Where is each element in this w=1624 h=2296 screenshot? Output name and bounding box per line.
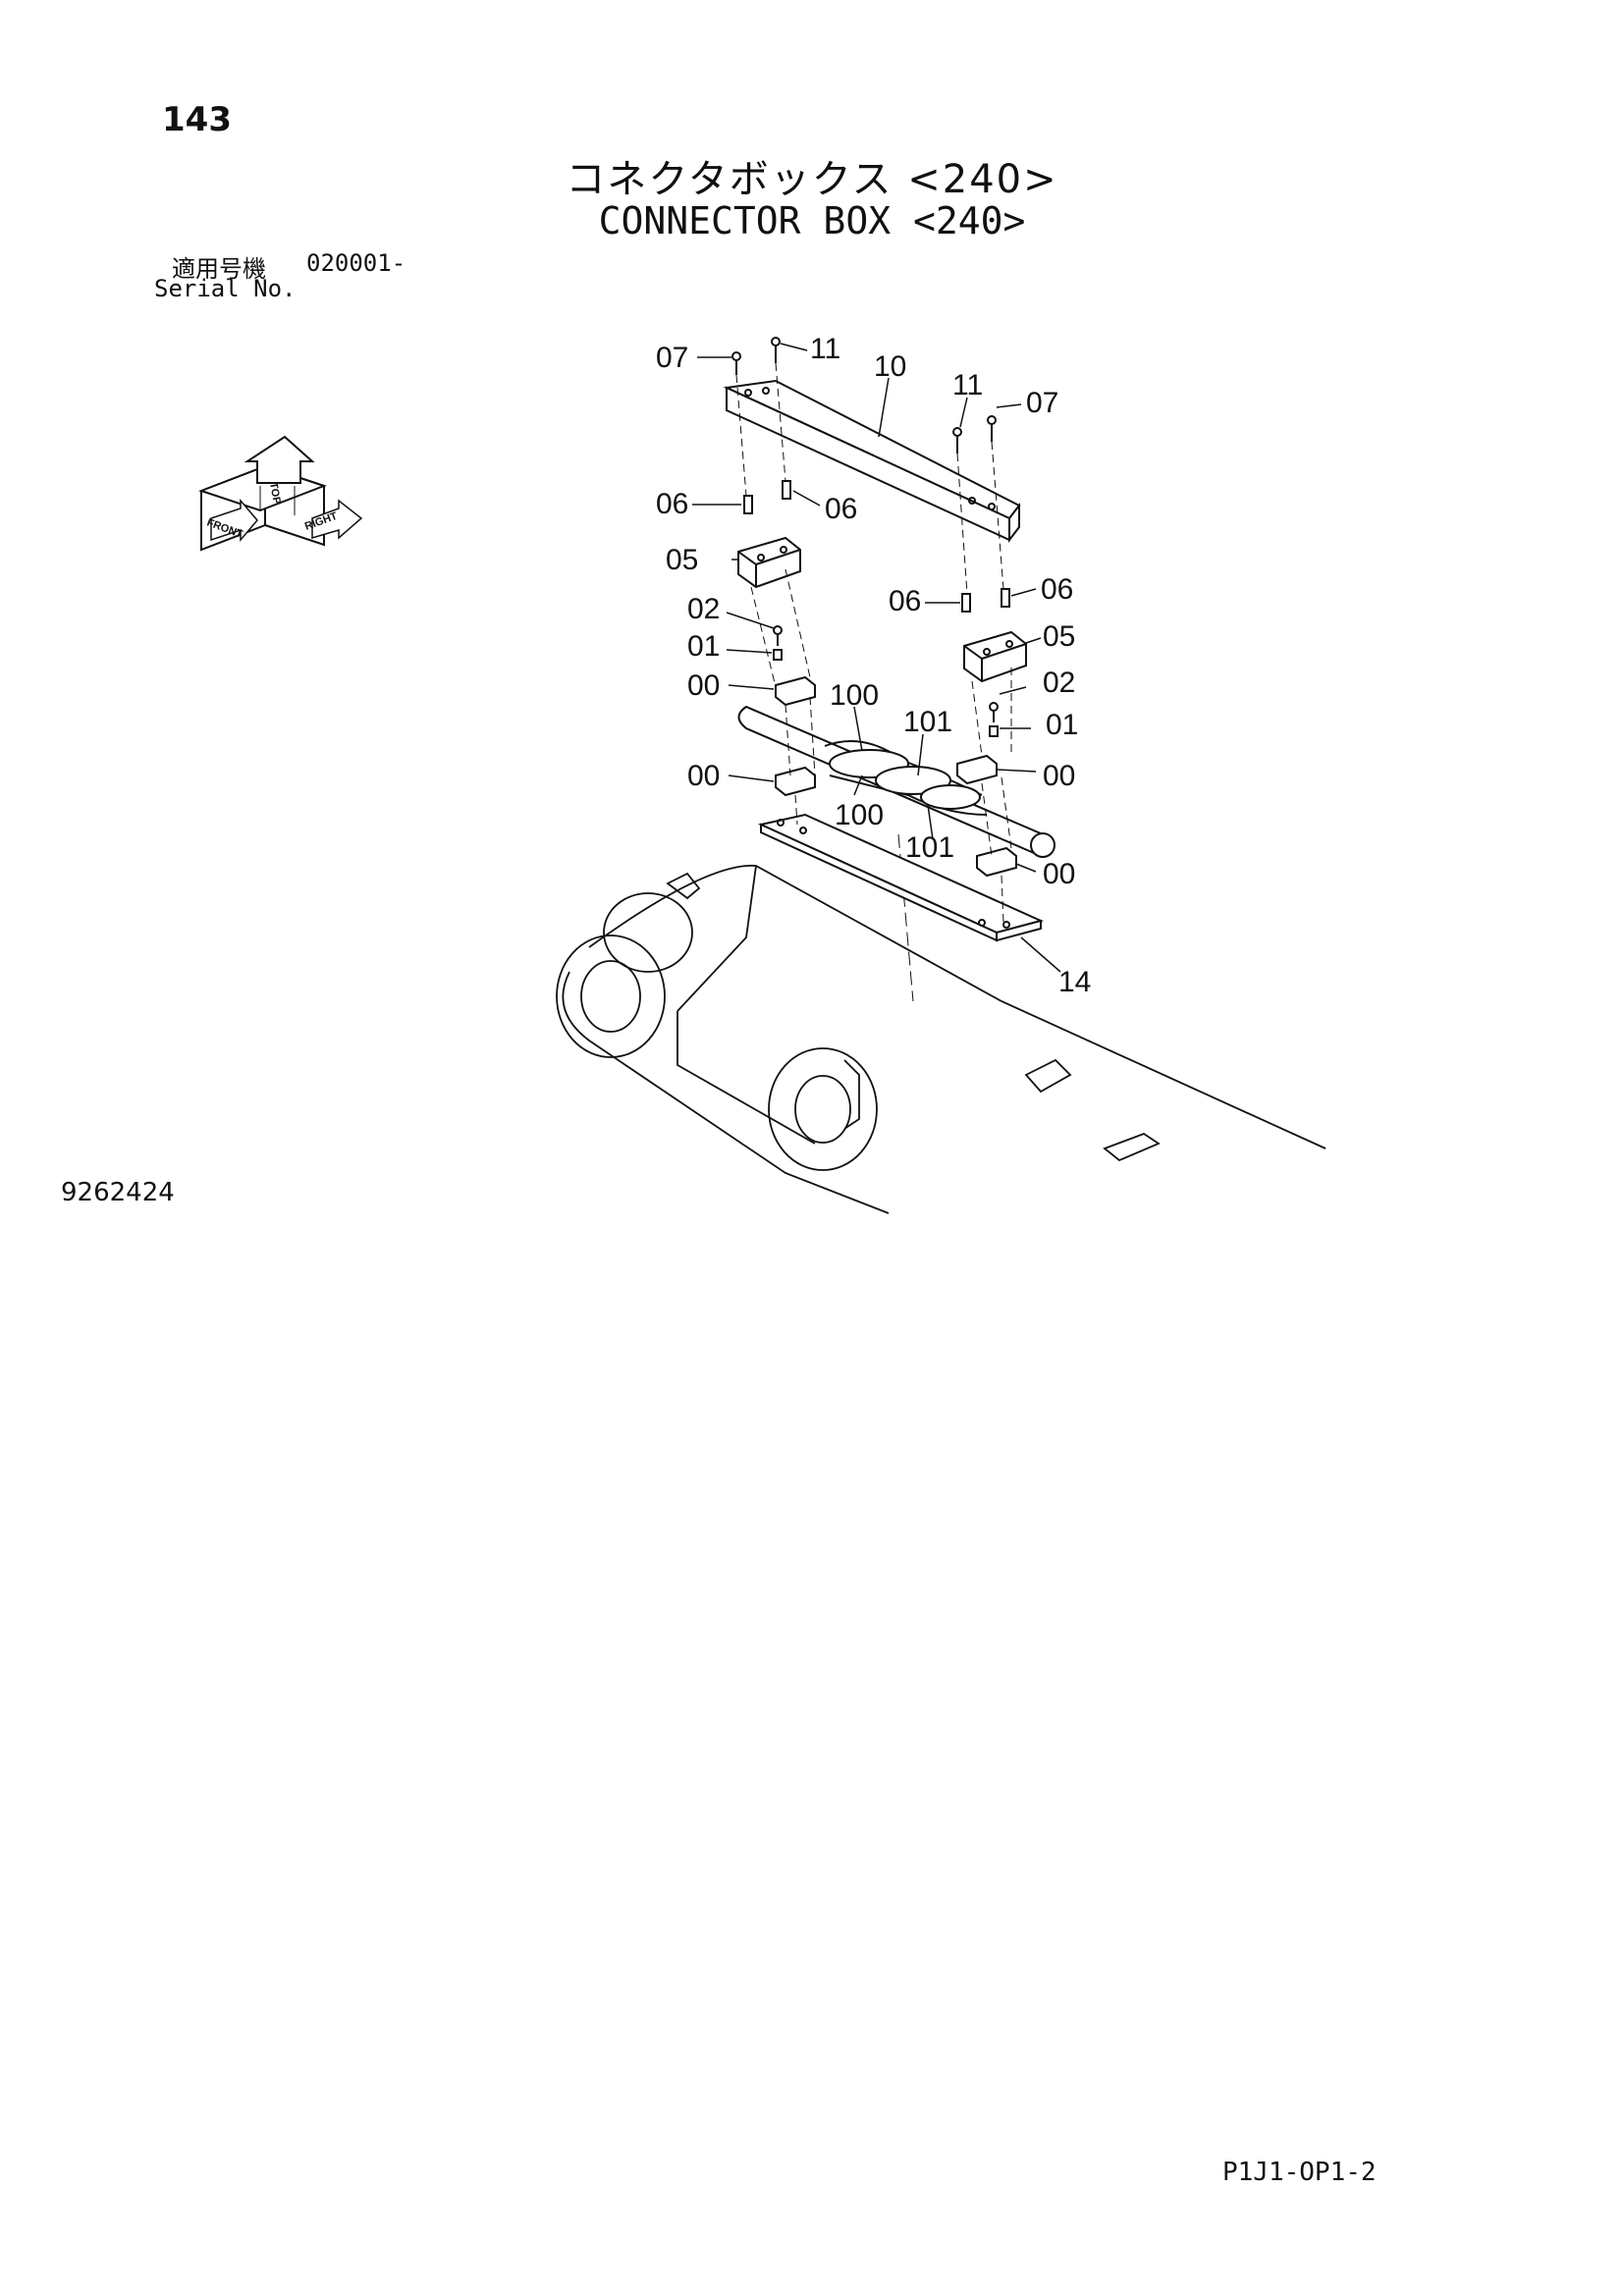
callout-02-left: 02: [687, 593, 720, 625]
callout-101-a: 101: [903, 706, 952, 738]
page-code: P1J1-OP1-2: [1222, 2158, 1377, 2187]
wire-harness: [737, 705, 1056, 858]
callout-101-b: 101: [905, 831, 954, 864]
callout-00-c: 00: [687, 760, 720, 792]
callout-11-left: 11: [810, 333, 840, 365]
callout-01-right: 01: [1046, 709, 1078, 741]
bolt-11-left: [771, 337, 781, 363]
callout-06-c: 06: [889, 585, 921, 617]
page-number: 143: [162, 100, 232, 139]
clamp-block-05-right: [963, 630, 1027, 683]
clamp-block-05-left: [737, 536, 801, 589]
bolt-07-right: [987, 415, 997, 442]
callout-06-b: 06: [825, 493, 857, 525]
callout-100-b: 100: [835, 799, 884, 831]
callout-10: 10: [874, 350, 906, 383]
callout-14: 14: [1058, 966, 1091, 998]
callout-01-left: 01: [687, 630, 720, 663]
callout-05-right: 05: [1043, 620, 1075, 653]
title-japanese: コネクタボックス <240>: [566, 157, 1058, 202]
orientation-cube-icon: FRONT RIGHT TOP: [198, 435, 363, 552]
serial-label-english: Serial No.: [154, 275, 297, 302]
callout-02-right: 02: [1043, 667, 1075, 699]
callout-06-d: 06: [1041, 573, 1073, 606]
callout-100-a: 100: [830, 679, 879, 712]
bottom-plate: [757, 813, 1044, 942]
callout-07-right: 07: [1026, 387, 1058, 419]
callout-labels: 07 11 10 11 07 06 06 05 06 06 02 05 01 0…: [656, 333, 1091, 998]
callout-11-right: 11: [952, 369, 983, 401]
top-bracket: [723, 379, 1021, 543]
title-english: CONNECTOR BOX <240>: [598, 199, 1026, 242]
orientation-top-label: TOP: [267, 481, 283, 505]
callout-05-left: 05: [666, 544, 698, 576]
leader-lines: [692, 343, 1061, 973]
serial-label-japanese: 適用号機: [172, 255, 266, 283]
bolt-07-left: [731, 351, 741, 375]
drawing-number: 9262424: [61, 1178, 175, 1207]
callout-06-a: 06: [656, 488, 688, 520]
callout-00-b: 00: [1043, 760, 1075, 792]
serial-value: 020001-: [306, 249, 406, 277]
callout-07-left: 07: [656, 342, 688, 374]
callout-00-d: 00: [1043, 858, 1075, 890]
bolt-11-right: [952, 427, 962, 454]
callout-00-a: 00: [687, 669, 720, 702]
alignment-lines: [735, 362, 1012, 924]
boom-outline: [556, 864, 1326, 1214]
